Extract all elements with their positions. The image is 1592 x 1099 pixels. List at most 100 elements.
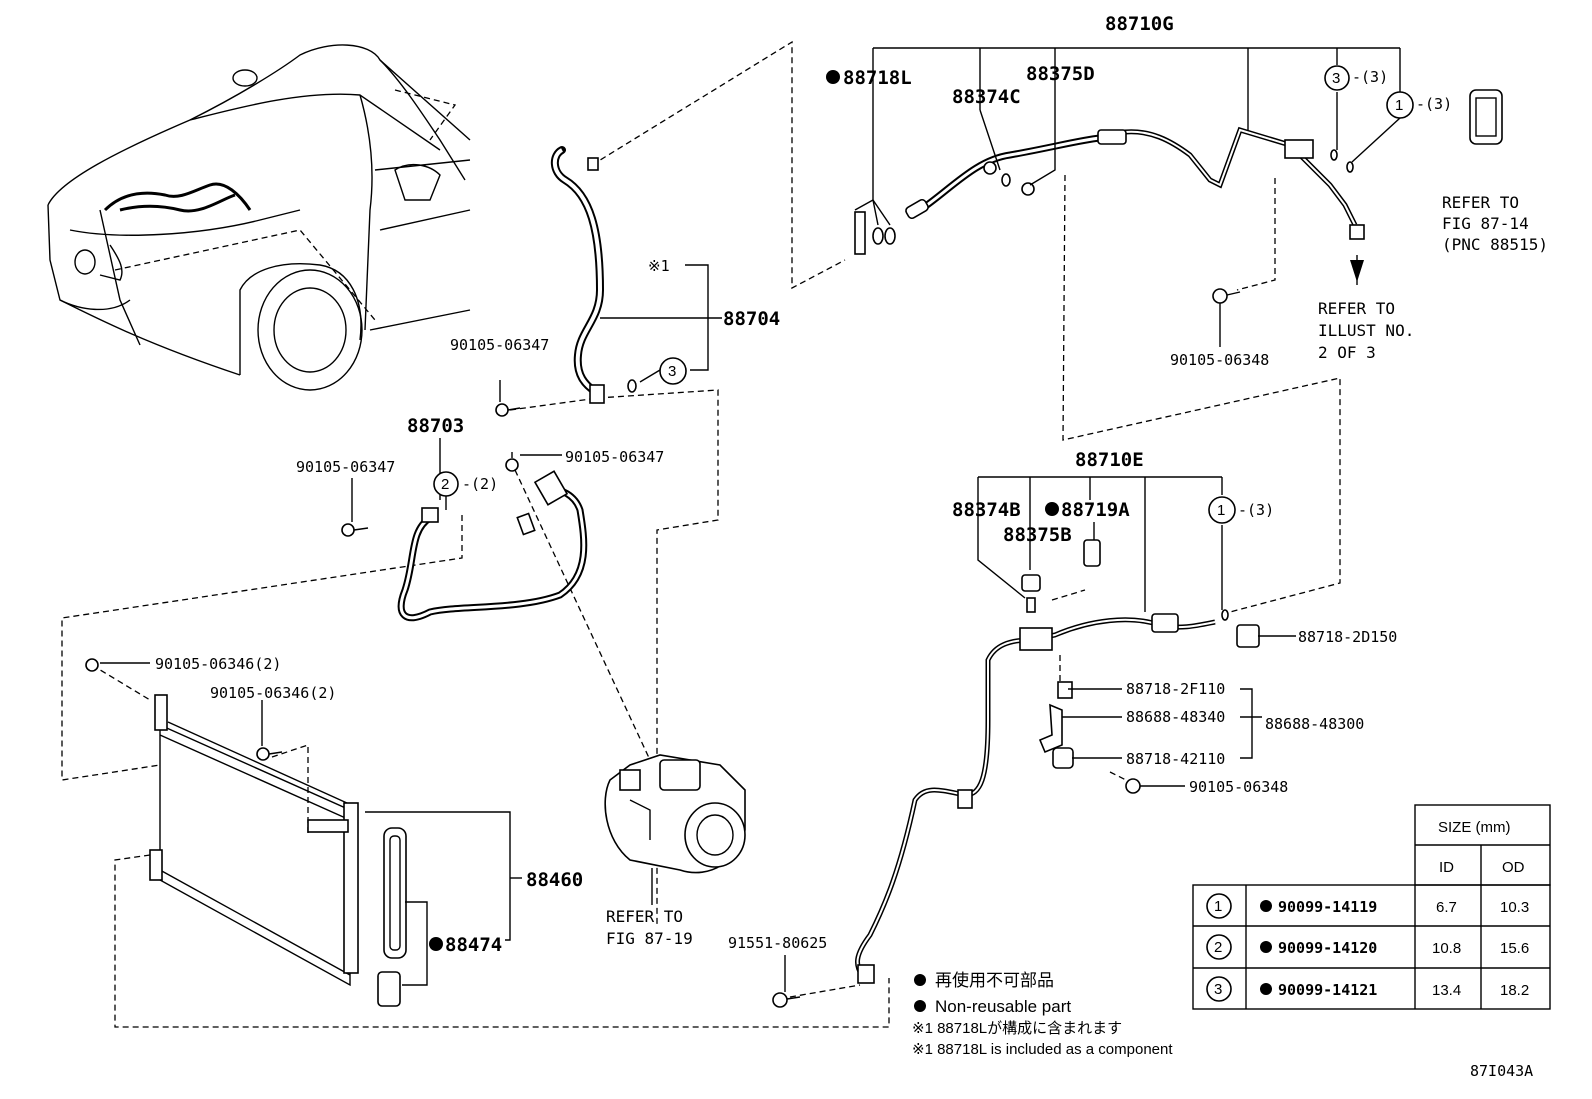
bolt-icon bbox=[1125, 778, 1141, 794]
vehicle-illustration bbox=[47, 44, 471, 391]
bolt-icon bbox=[772, 992, 801, 1008]
callout-lines bbox=[61, 40, 1341, 1028]
row-id: 10.8 bbox=[1432, 940, 1461, 957]
bolt-icon bbox=[495, 403, 521, 417]
row-num: 3 bbox=[1214, 981, 1222, 998]
circle-num: 1 bbox=[1395, 97, 1403, 114]
circle-num: 3 bbox=[1332, 70, 1340, 87]
row-part[interactable]: 90099-14120 bbox=[1278, 939, 1377, 957]
non-reusable-dot-icon bbox=[1260, 900, 1272, 912]
non-reusable-dot-icon bbox=[1260, 983, 1272, 995]
o-ring-icon bbox=[854, 211, 896, 255]
refer-fig-87-19-line1[interactable]: REFER TO bbox=[606, 907, 683, 926]
bolt-icon bbox=[341, 523, 369, 537]
qty-label: -(3) bbox=[1238, 501, 1274, 519]
size-circle-3-icon bbox=[659, 357, 687, 385]
circle-num: 1 bbox=[1217, 502, 1225, 519]
refer-illust-line1[interactable]: REFER TO bbox=[1318, 299, 1395, 318]
circle-num: 2 bbox=[441, 476, 449, 493]
non-reusable-dot-icon bbox=[1260, 941, 1272, 953]
label-88719A[interactable]: 88719A bbox=[1061, 499, 1130, 521]
legend-jp-component: ※1 88718Lが構成に含まれます bbox=[912, 1020, 1122, 1037]
refer-fig-87-14-line3[interactable]: (PNC 88515) bbox=[1442, 235, 1548, 254]
label-88703[interactable]: 88703 bbox=[407, 415, 464, 437]
table-title: SIZE (mm) bbox=[1438, 819, 1511, 836]
label-88704[interactable]: 88704 bbox=[723, 308, 780, 330]
part-labels: 88710G 88718L 88374C 88375D 3 -(3) 1 -(3… bbox=[155, 13, 1548, 956]
row-id: 6.7 bbox=[1436, 899, 1457, 916]
label-91551-80625[interactable]: 91551-80625 bbox=[728, 934, 827, 952]
label-88688-48300[interactable]: 88688-48300 bbox=[1265, 715, 1364, 733]
label-90105-06347[interactable]: 90105-06347 bbox=[296, 458, 395, 476]
refer-fig-87-14-line2[interactable]: FIG 87-14 bbox=[1442, 214, 1529, 233]
size-circle-2-icon bbox=[1206, 934, 1232, 960]
label-88375B[interactable]: 88375B bbox=[1003, 524, 1072, 546]
qty-label: -(3) bbox=[1352, 68, 1388, 86]
label-88374B[interactable]: 88374B bbox=[952, 499, 1021, 521]
row-part[interactable]: 90099-14121 bbox=[1278, 981, 1377, 999]
table-row: 1 90099-14119 6.7 10.3 bbox=[1206, 893, 1529, 919]
part-drawings bbox=[85, 89, 1503, 1008]
label-88718L[interactable]: 88718L bbox=[843, 67, 912, 89]
refer-fig-87-14-line1[interactable]: REFER TO bbox=[1442, 193, 1519, 212]
size-circle-3-icon bbox=[1324, 65, 1350, 91]
table-col-od: OD bbox=[1502, 859, 1525, 876]
bolt-icon bbox=[1212, 288, 1241, 304]
bolt-icon bbox=[85, 658, 99, 672]
refer-illust-line2[interactable]: ILLUST NO. bbox=[1318, 321, 1414, 340]
row-num: 2 bbox=[1214, 939, 1222, 956]
bolt-icon bbox=[256, 747, 283, 761]
table-row: 3 90099-14121 13.4 18.2 bbox=[1206, 976, 1529, 1002]
label-90105-06348[interactable]: 90105-06348 bbox=[1170, 351, 1269, 369]
non-reusable-dot-icon bbox=[826, 70, 840, 84]
non-reusable-dot-icon bbox=[914, 974, 926, 986]
legend-en-nonreusable: Non-reusable part bbox=[935, 997, 1071, 1016]
size-circle-2-icon bbox=[433, 471, 459, 497]
size-table: SIZE (mm) ID OD 1 90099-14119 6.7 10.3 2… bbox=[1192, 804, 1551, 1010]
non-reusable-dot-icon bbox=[429, 937, 443, 951]
label-88474[interactable]: 88474 bbox=[445, 934, 502, 956]
bolt-icon bbox=[505, 452, 519, 472]
label-90105-06346[interactable]: 90105-06346(2) bbox=[155, 655, 281, 673]
label-88688-48340[interactable]: 88688-48340 bbox=[1126, 708, 1225, 726]
circle-num: 3 bbox=[668, 363, 676, 380]
label-88710G[interactable]: 88710G bbox=[1105, 13, 1174, 35]
table-col-id: ID bbox=[1439, 859, 1454, 876]
table-row: 2 90099-14120 10.8 15.6 bbox=[1206, 934, 1529, 960]
label-88375D[interactable]: 88375D bbox=[1026, 63, 1095, 85]
label-90105-06347[interactable]: 90105-06347 bbox=[450, 336, 549, 354]
size-circle-1-icon bbox=[1208, 496, 1236, 524]
refer-illust-line3[interactable]: 2 OF 3 bbox=[1318, 343, 1376, 362]
size-circle-1-icon bbox=[1206, 893, 1232, 919]
label-88718-2D150[interactable]: 88718-2D150 bbox=[1298, 628, 1397, 646]
non-reusable-dot-icon bbox=[914, 1000, 926, 1012]
compressor-illustration bbox=[604, 754, 746, 874]
label-88460[interactable]: 88460 bbox=[526, 869, 583, 891]
legend-jp-nonreusable: 再使用不可部品 bbox=[935, 970, 1054, 990]
label-90105-06347[interactable]: 90105-06347 bbox=[565, 448, 664, 466]
diagram-code: 87I043A bbox=[1470, 1062, 1533, 1080]
non-reusable-dot-icon bbox=[1045, 502, 1059, 516]
legend-en-component: ※1 88718L is included as a component bbox=[912, 1041, 1173, 1058]
legend: 再使用不可部品 Non-reusable part ※1 88718Lが構成に含… bbox=[912, 970, 1173, 1058]
size-circle-1-icon bbox=[1386, 91, 1414, 119]
row-id: 13.4 bbox=[1432, 982, 1461, 999]
row-od: 15.6 bbox=[1500, 940, 1529, 957]
row-num: 1 bbox=[1214, 898, 1222, 915]
leader-lines bbox=[100, 47, 1401, 992]
qty-label: -(2) bbox=[462, 475, 498, 493]
row-od: 10.3 bbox=[1500, 899, 1529, 916]
label-88374C[interactable]: 88374C bbox=[952, 86, 1021, 108]
label-90105-06346[interactable]: 90105-06346(2) bbox=[210, 684, 336, 702]
refer-fig-87-19-line2[interactable]: FIG 87-19 bbox=[606, 929, 693, 948]
label-90105-06348[interactable]: 90105-06348 bbox=[1189, 778, 1288, 796]
row-part[interactable]: 90099-14119 bbox=[1278, 898, 1377, 916]
label-88718-42110[interactable]: 88718-42110 bbox=[1126, 750, 1225, 768]
note-1-marker: ※1 bbox=[648, 257, 670, 275]
label-88710E[interactable]: 88710E bbox=[1075, 449, 1144, 471]
size-circle-3-icon bbox=[1206, 976, 1232, 1002]
row-od: 18.2 bbox=[1500, 982, 1529, 999]
qty-label: -(3) bbox=[1416, 95, 1452, 113]
label-88718-2F110[interactable]: 88718-2F110 bbox=[1126, 680, 1225, 698]
